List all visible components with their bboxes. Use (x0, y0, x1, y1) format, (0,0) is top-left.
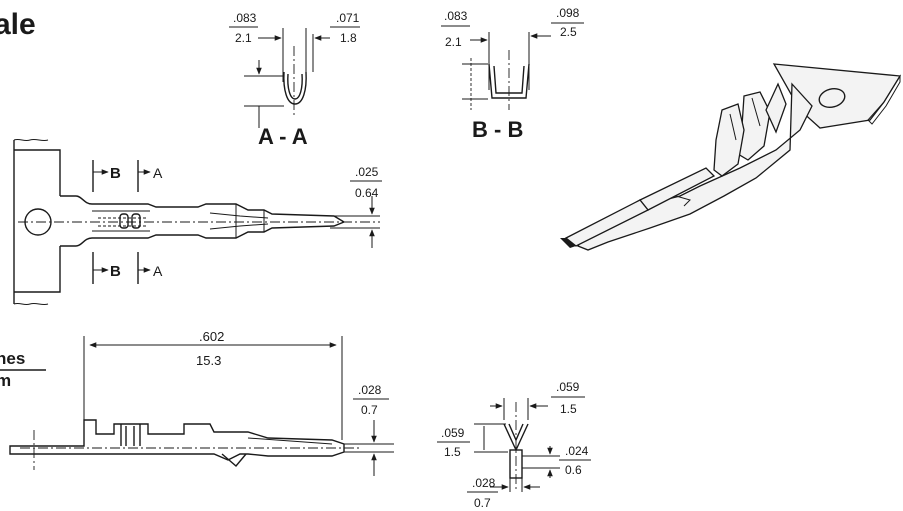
cut-label-a-top: A (153, 165, 163, 181)
bb-left-inches: .083 (444, 9, 468, 23)
iso-crimp-wing (713, 103, 745, 177)
end-view: .059 1.5 .059 1.5 .024 0.6 .028 0.7 (437, 380, 591, 510)
side-view: .602 15.3 .028 0.7 (9, 329, 394, 476)
cut-label-b-bottom: B (110, 263, 121, 280)
crimp-slot (119, 213, 129, 229)
tip-inches: .025 (355, 165, 379, 179)
bb-right-inches: .098 (556, 6, 580, 20)
iso-insulation-wing (765, 82, 787, 134)
section-title-a-a: A - A (258, 124, 308, 149)
end-left-mm: 1.5 (444, 445, 461, 459)
aa-section-outer (283, 71, 307, 105)
side-pin-edge (247, 437, 333, 445)
iso-latch (675, 195, 691, 207)
section-a-a: .083 2.1 .071 1.8 A - A (229, 11, 360, 149)
side-latch (221, 453, 247, 467)
end-top-mm: 1.5 (560, 402, 577, 416)
end-bottom-inches: .028 (472, 476, 496, 490)
crimp-slot (131, 213, 141, 229)
terminal-bottom-outline (60, 221, 345, 247)
end-right-mm: 0.6 (565, 463, 582, 477)
terminal-inner-edge (92, 210, 150, 232)
length-inches: .602 (199, 329, 224, 344)
cut-label-a-bottom: A (153, 263, 163, 279)
aa-left-mm: 2.1 (235, 31, 252, 45)
carrier-strip-outline (14, 246, 61, 293)
carrier-strip-outline (14, 149, 61, 196)
units-inches: hes (0, 349, 25, 368)
section-title-b-b: B - B (472, 117, 523, 142)
units-legend: hes m (0, 349, 46, 390)
end-right-inches: .024 (565, 444, 589, 458)
iso-tab-thickness (867, 74, 901, 125)
cut-label-b-top: B (110, 165, 121, 182)
aa-right-inches: .071 (336, 11, 360, 25)
bb-section-inner (493, 65, 525, 94)
length-mm: 15.3 (196, 353, 221, 368)
top-view: B A B A .025 0.64 (13, 138, 382, 306)
aa-section-inner (287, 73, 303, 100)
side-crimp-wings (120, 424, 141, 446)
iso-pilot-hole (818, 87, 846, 109)
terminal-top-outline (60, 195, 345, 223)
units-mm: m (0, 371, 11, 390)
end-bottom-mm: 0.7 (474, 496, 491, 510)
end-left-inches: .059 (441, 426, 465, 440)
bb-section-outer (488, 63, 530, 99)
bb-right-mm: 2.5 (560, 25, 577, 39)
tip-mm: 0.64 (355, 186, 379, 200)
bb-left-mm: 2.1 (445, 35, 462, 49)
thick-mm: 0.7 (361, 403, 378, 417)
iso-pin-tip (564, 199, 650, 247)
isometric-view (560, 63, 902, 251)
side-profile-outline (9, 419, 345, 461)
iso-wing-detail (729, 97, 761, 141)
heading-fragment: ale (0, 8, 36, 41)
section-b-b: .083 2.1 .098 2.5 B - B (441, 6, 584, 142)
aa-right-mm: 1.8 (340, 31, 357, 45)
break-line (13, 302, 49, 306)
iso-pin-point (560, 238, 576, 248)
end-top-inches: .059 (556, 380, 580, 394)
break-line (13, 138, 49, 142)
terminal-inner-edge (209, 212, 269, 230)
thick-inches: .028 (358, 383, 382, 397)
aa-left-inches: .083 (233, 11, 257, 25)
